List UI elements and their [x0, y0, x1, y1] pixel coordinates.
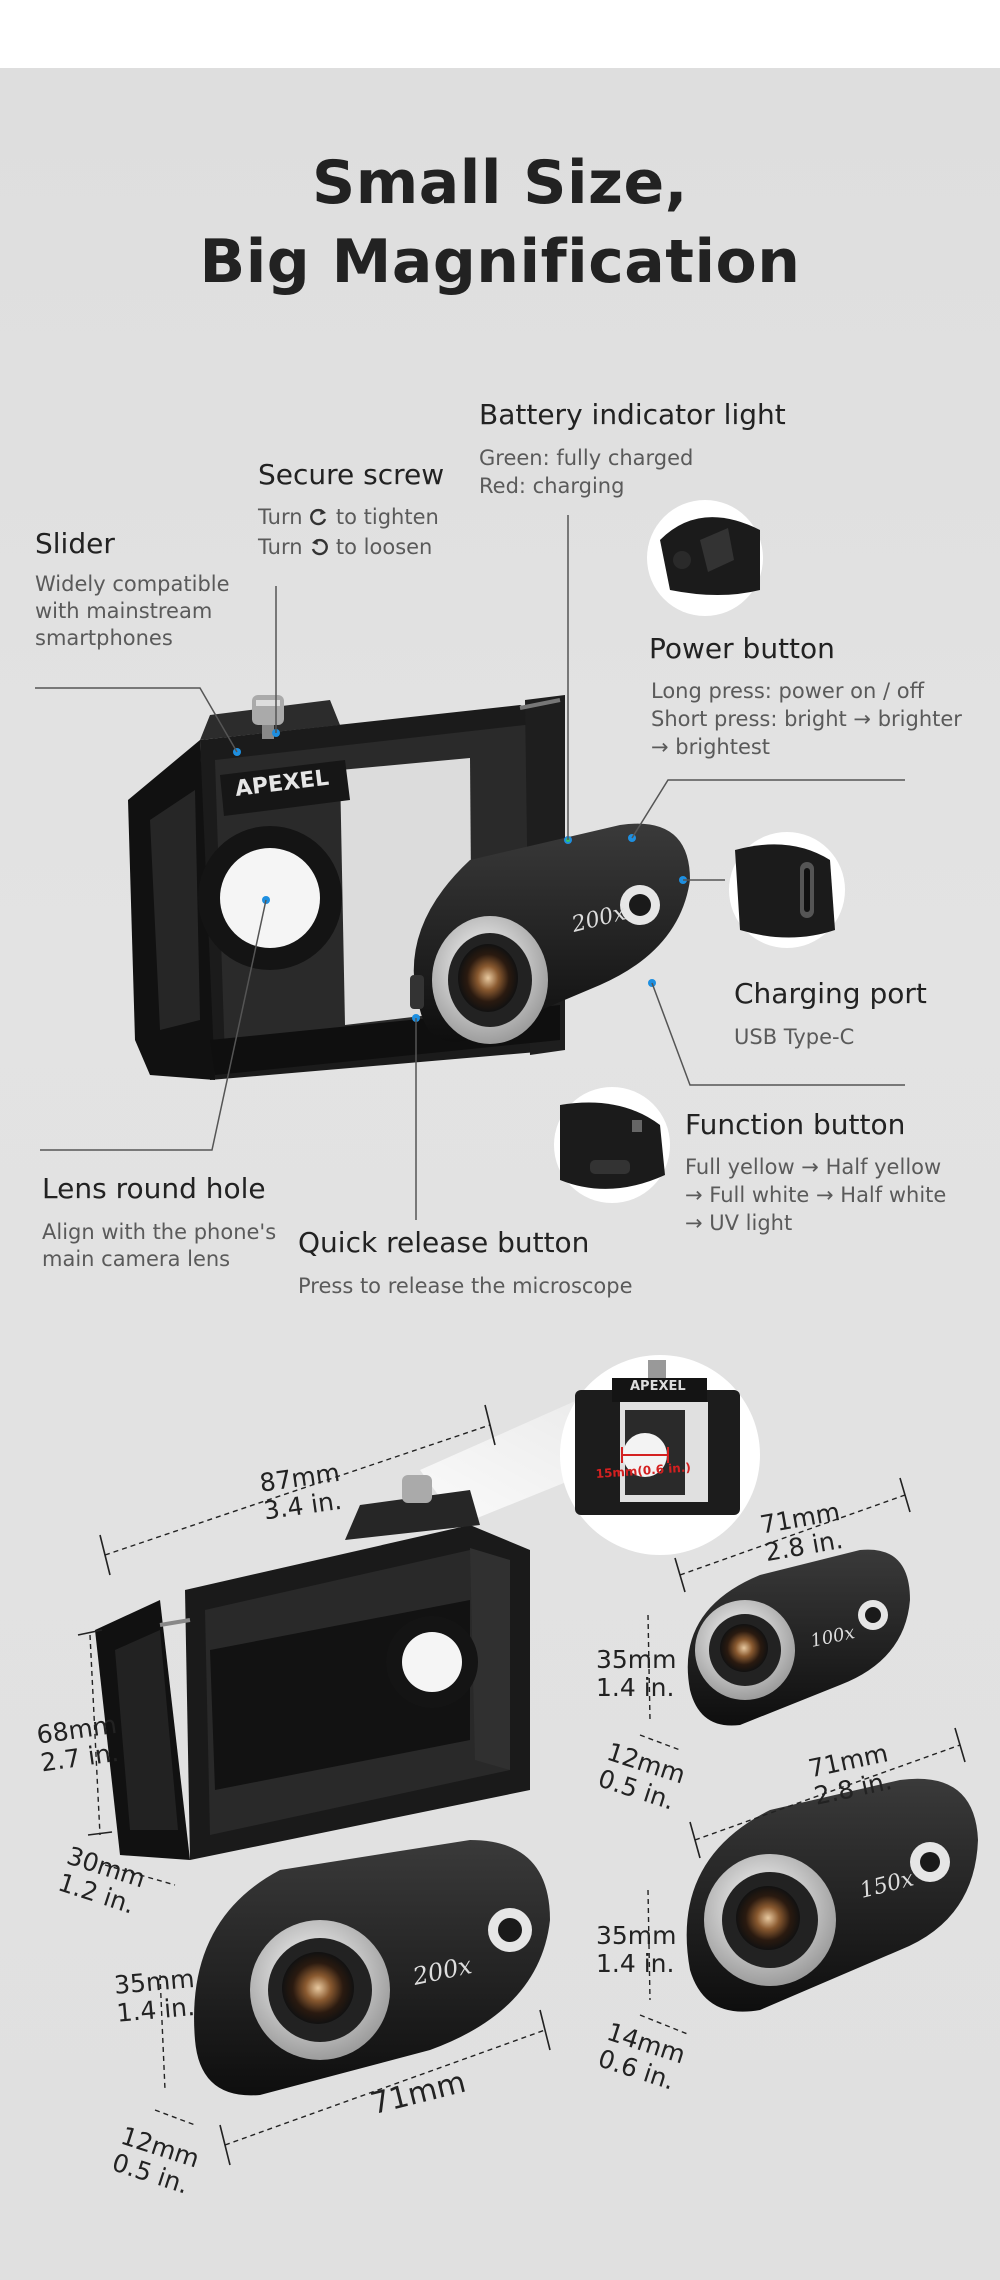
lens-desc-1: Align with the phone's	[42, 1220, 277, 1244]
power-button-label: Power button	[649, 632, 835, 665]
microscope-200x-top	[410, 823, 690, 1044]
power-button-zoom	[647, 500, 763, 616]
leader-lines	[35, 515, 905, 1220]
dim-clip-height: 68mm 2.7 in.	[35, 1710, 123, 1778]
dim-100x-height-mm: 35mm	[596, 1645, 677, 1674]
charging-port-label: Charging port	[734, 977, 927, 1010]
function-desc-1: Full yellow → Half yellow	[685, 1155, 942, 1179]
clip-bottom	[95, 1475, 530, 1860]
slider-label: Slider	[35, 527, 115, 560]
title-line-1: Small Size,	[312, 148, 688, 218]
microscope-150x	[686, 1778, 978, 2012]
dim-150x-height: 35mm 1.4 in.	[596, 1922, 677, 1978]
function-desc-2: → Full white → Half white	[685, 1183, 947, 1207]
secure-screw-label: Secure screw	[258, 458, 445, 491]
dim-150x-height-mm: 35mm	[596, 1921, 677, 1950]
power-desc-1: Long press: power on / off	[651, 679, 925, 703]
release-desc-1: Press to release the microscope	[298, 1274, 633, 1298]
microscope-100x	[687, 1549, 910, 1726]
battery-desc-2: Red: charging	[479, 474, 625, 498]
dim-100x-height-in: 1.4 in.	[596, 1673, 675, 1702]
lens-desc-2: main camera lens	[42, 1247, 231, 1271]
dim-100x-height: 35mm 1.4 in.	[596, 1646, 677, 1702]
screw-turn-text-1: Turn	[258, 505, 303, 529]
hole-size-annotation: 15mm(0.6 in.)	[595, 1460, 691, 1481]
brand-mark-zoom: APEXEL	[630, 1379, 686, 1394]
power-desc-3: → brightest	[651, 735, 771, 759]
clip-zoom-circle	[560, 1355, 760, 1555]
charging-port-zoom	[729, 832, 845, 948]
screw-turn-text-2: Turn	[258, 535, 303, 559]
screw-desc-2: Turn to loosen	[258, 533, 432, 561]
charging-desc-1: USB Type-C	[734, 1025, 855, 1049]
slider-desc-2: with mainstream	[35, 599, 213, 623]
screw-tighten-text: to tighten	[335, 505, 439, 529]
function-button-label: Function button	[685, 1108, 906, 1141]
dimension-ticks	[77, 1404, 966, 2166]
dim-200x-height: 35mm 1.4 in.	[113, 1964, 198, 2028]
screw-loosen-text: to loosen	[335, 535, 433, 559]
microscope-200x-bottom	[194, 1840, 551, 2096]
lens-hole-label: Lens round hole	[42, 1172, 266, 1205]
slider-desc-3: smartphones	[35, 626, 173, 650]
function-button-zoom	[554, 1087, 670, 1203]
dim-150x-height-in: 1.4 in.	[596, 1949, 675, 1978]
slider-desc-1: Widely compatible	[35, 572, 230, 596]
screw-desc-1: Turn to tighten	[258, 503, 439, 531]
battery-desc-1: Green: fully charged	[479, 446, 694, 470]
dim-clip-width: 87mm 3.4 in.	[258, 1458, 346, 1526]
function-desc-3: → UV light	[685, 1211, 793, 1235]
quick-release-label: Quick release button	[298, 1226, 590, 1259]
rotate-clockwise-icon	[310, 508, 327, 526]
dimension-lines	[89, 1424, 961, 2146]
title-line-2: Big Magnification	[199, 227, 801, 297]
power-desc-2: Short press: bright → brighter	[651, 707, 962, 731]
battery-indicator-label: Battery indicator light	[479, 398, 786, 431]
rotate-counterclockwise-icon	[312, 538, 329, 556]
